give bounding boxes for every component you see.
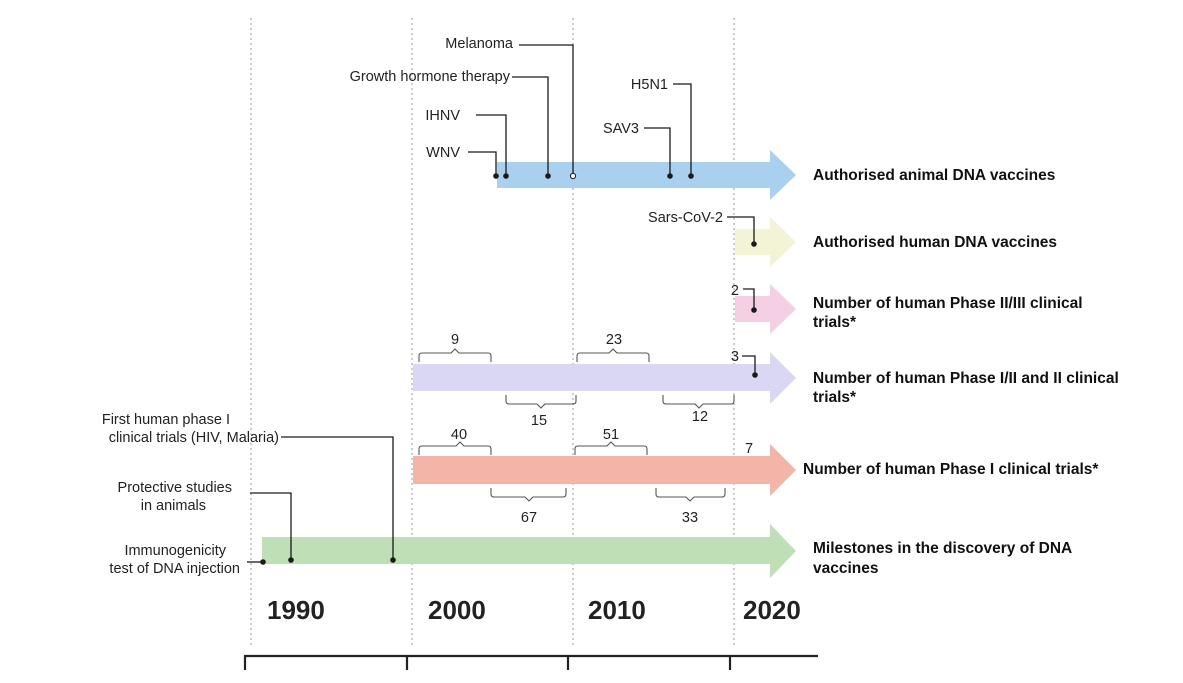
row-title-phase23-line1: Number of human Phase II/III clinical <box>813 295 1083 312</box>
label-h5n1: H5N1 <box>631 77 668 93</box>
phase1-count-33: 33 <box>682 510 698 526</box>
phase12-count-15: 15 <box>531 413 547 429</box>
label-growth-hormone: Growth hormone therapy <box>350 69 511 85</box>
animal-leader-lines <box>468 44 692 176</box>
phase1-count-40: 40 <box>451 427 467 443</box>
label-ihnv: IHNV <box>425 108 460 124</box>
milestone-leader-lines <box>247 436 394 563</box>
phase12-count-9: 9 <box>451 332 459 348</box>
label-wnv: WNV <box>426 145 460 161</box>
phase12-braces <box>418 348 735 409</box>
decade-label-1990: 1990 <box>267 595 325 625</box>
phase12-count-12: 12 <box>692 409 708 425</box>
label-sav3: SAV3 <box>603 121 639 137</box>
phase23-leader-line <box>743 288 755 310</box>
label-protective-line2: in animals <box>141 498 206 514</box>
row-title-phase12-line2: trials* <box>813 389 857 406</box>
milestone-event-dots <box>260 557 396 565</box>
label-sars-cov-2: Sars-CoV-2 <box>648 210 723 226</box>
phase1-count-7: 7 <box>745 441 753 457</box>
row-title-milestones-line1: Milestones in the discovery of DNA <box>813 540 1072 557</box>
phase1-count-51: 51 <box>603 427 619 443</box>
phase12-count-23: 23 <box>606 332 622 348</box>
decade-label-2000: 2000 <box>428 595 486 625</box>
phase12-event-dot <box>752 372 758 378</box>
animal-vaccines-arrow <box>497 150 796 200</box>
phase1-braces <box>418 441 726 502</box>
phase1-count-67: 67 <box>521 510 537 526</box>
decade-label-2020: 2020 <box>743 595 801 625</box>
row-title-human: Authorised human DNA vaccines <box>813 234 1057 251</box>
milestones-arrow <box>262 524 796 578</box>
phase12-arrow <box>413 352 796 404</box>
phase1-arrow <box>413 444 796 496</box>
phase23-event-dot <box>751 307 757 313</box>
row-title-phase1: Number of human Phase I clinical trials* <box>803 461 1099 478</box>
row-title-phase12-line1: Number of human Phase I/II and II clinic… <box>813 370 1119 387</box>
label-immunogenicity-line1: Immunogenicity <box>124 543 226 559</box>
human-vaccines-arrow <box>735 217 796 267</box>
label-first-human-phase1-line1: First human phase I <box>102 412 230 428</box>
sars-event-dot <box>751 241 757 247</box>
phase23-count: 2 <box>731 283 739 299</box>
phase23-arrow <box>735 284 796 334</box>
sars-leader-line <box>727 216 755 244</box>
row-title-animal: Authorised animal DNA vaccines <box>813 167 1055 184</box>
row-title-phase23-line2: trials* <box>813 314 857 331</box>
label-melanoma: Melanoma <box>445 36 514 52</box>
label-immunogenicity-line2: test of DNA injection <box>109 561 240 577</box>
animal-event-dots <box>493 172 694 180</box>
label-protective-line1: Protective studies <box>118 480 232 496</box>
time-axis <box>243 654 818 670</box>
row-title-milestones-line2: vaccines <box>813 560 879 577</box>
phase12-count-3: 3 <box>731 349 739 365</box>
phase12-leader-line <box>742 355 756 375</box>
decade-label-2010: 2010 <box>588 595 646 625</box>
label-first-human-phase1-line2: clinical trials (HIV, Malaria) <box>109 430 279 446</box>
